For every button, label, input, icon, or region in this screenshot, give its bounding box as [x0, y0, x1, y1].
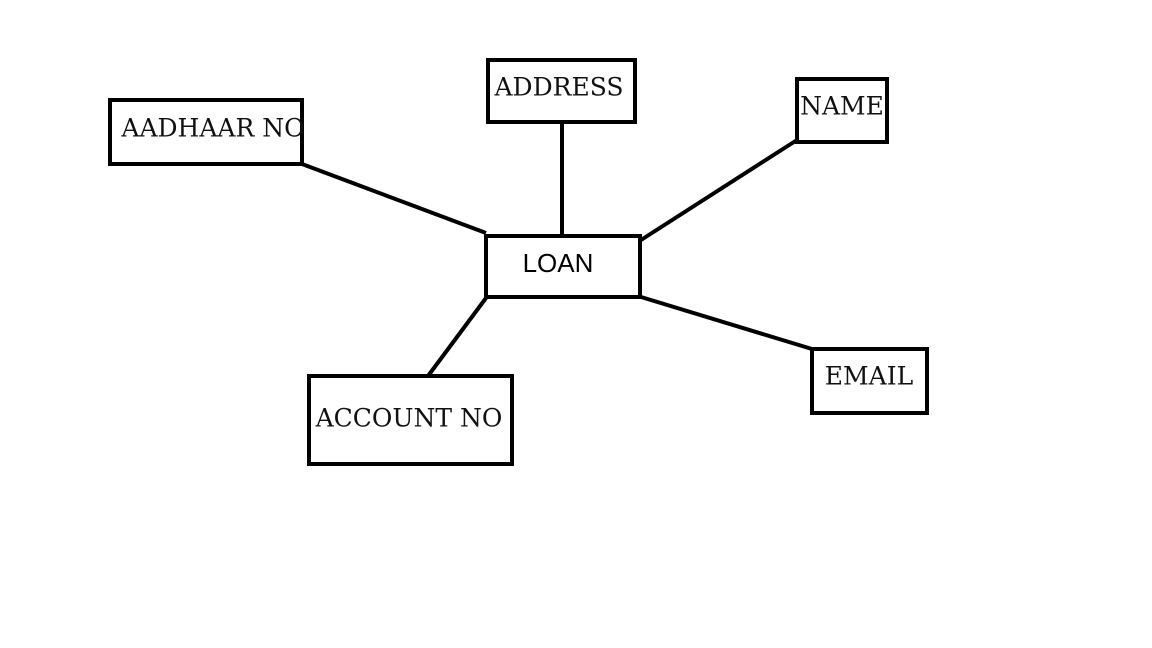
- entity-loan-label: LOAN: [523, 248, 594, 278]
- attribute-email: EMAIL: [810, 347, 929, 415]
- entity-loan: LOAN: [484, 234, 642, 299]
- attribute-aadhaar-no-label: AADHAAR NO: [120, 114, 304, 143]
- attribute-address: ADDRESS: [486, 58, 637, 124]
- attribute-account-no-label: ACCOUNT NO: [315, 404, 503, 433]
- connector-email: [640, 295, 813, 351]
- attribute-name-label: NAME: [800, 92, 884, 121]
- connector-aadhaar: [301, 162, 487, 235]
- attribute-aadhaar-no: AADHAAR NO: [108, 98, 305, 166]
- connector-account: [426, 296, 488, 378]
- attribute-email-label: EMAIL: [825, 362, 913, 391]
- attribute-address-label: ADDRESS: [493, 73, 623, 102]
- attribute-name: NAME: [795, 77, 889, 144]
- attribute-account-no: ACCOUNT NO: [307, 374, 514, 466]
- connector-name: [639, 138, 799, 242]
